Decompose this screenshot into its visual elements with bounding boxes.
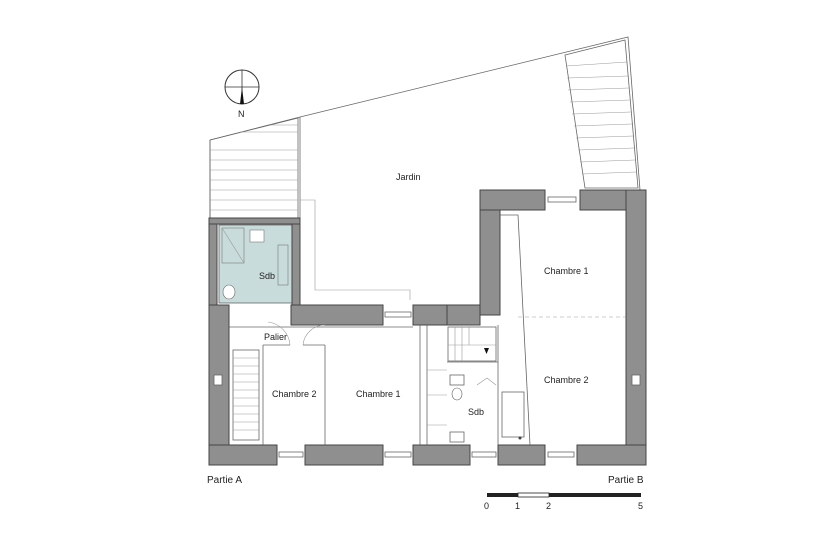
- room-label-palier: Palier: [264, 332, 287, 342]
- north-compass: N: [224, 69, 260, 119]
- interior-partie-b: [427, 214, 626, 446]
- bathroom-a: [218, 224, 293, 304]
- room-label-sdb-a: Sdb: [259, 271, 275, 281]
- room-label-jardin: Jardin: [396, 172, 421, 182]
- scale-label-5: 5: [638, 501, 643, 511]
- room-label-sdb-b: Sdb: [468, 407, 484, 417]
- windows-partie-b: [471, 196, 641, 458]
- windows-partie-a: [213, 311, 412, 458]
- room-label-chambre2-a: Chambre 2: [272, 389, 317, 399]
- terrace-left: [209, 117, 299, 223]
- room-label-chambre1-b: Chambre 1: [544, 266, 589, 276]
- part-label-a: Partie A: [207, 475, 242, 486]
- scale-bar: 0 1 2 5: [484, 492, 643, 511]
- part-label-b: Partie B: [608, 475, 644, 486]
- room-label-chambre1-a: Chambre 1: [356, 389, 401, 399]
- walls-partie-b: [446, 189, 647, 466]
- scale-label-2: 2: [546, 501, 551, 511]
- scale-label-0: 0: [484, 501, 489, 511]
- north-label: N: [238, 109, 245, 119]
- room-label-chambre2-b: Chambre 2: [544, 375, 589, 385]
- terrace-right: [564, 39, 639, 189]
- interior-partie-a: [229, 321, 428, 445]
- room-labels: Jardin Sdb Palier Chambre 2 Chambre 1 Ch…: [259, 172, 589, 417]
- scale-label-1: 1: [515, 501, 520, 511]
